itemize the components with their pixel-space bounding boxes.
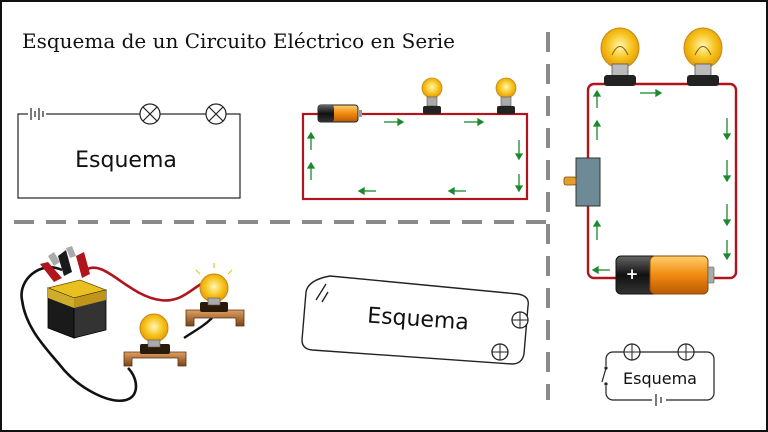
current-arrows-right: [591, 88, 732, 275]
battery-plus-sign: +: [626, 265, 639, 283]
lantern-battery: [46, 279, 108, 339]
schematic-label-right: Esquema: [623, 369, 697, 388]
schematic-wire-loop-tilted: [301, 275, 529, 365]
schematic-top-left: Esquema: [17, 103, 241, 199]
schematic-bottom-middle: Esquema: [301, 275, 529, 365]
bulb-large-2: [683, 27, 723, 86]
bulb-small-1: [421, 77, 443, 114]
red-wire-loop: [301, 112, 529, 201]
page-title: Esquema de un Circuito Eléctrico en Seri…: [22, 29, 455, 53]
bulb-large-1: [600, 27, 640, 86]
circuit-bottom-left: [20, 246, 245, 402]
bulb-small-2: [495, 77, 517, 114]
red-wire-loop-right: [586, 82, 738, 280]
battery-symbol-tilted: [321, 291, 329, 303]
bulb-holder-1: [123, 313, 187, 367]
large-battery: +: [615, 255, 715, 295]
circuit-right: +: [563, 27, 738, 295]
circuit-top-middle: [301, 77, 529, 201]
schematic-label-top: Esquema: [75, 148, 177, 173]
black-wire: [20, 266, 138, 402]
switch-symbol: [601, 367, 607, 383]
bulb-holder-2: [185, 263, 245, 327]
red-wire: [85, 266, 215, 302]
schematic-label-bottom: Esquema: [366, 303, 469, 335]
switch: [563, 157, 601, 207]
schematic-wire-loop: [17, 113, 241, 199]
schematic-bottom-right: Esquema: [601, 343, 715, 406]
alligator-clips: [40, 246, 90, 282]
current-arrows-top: [306, 117, 524, 196]
